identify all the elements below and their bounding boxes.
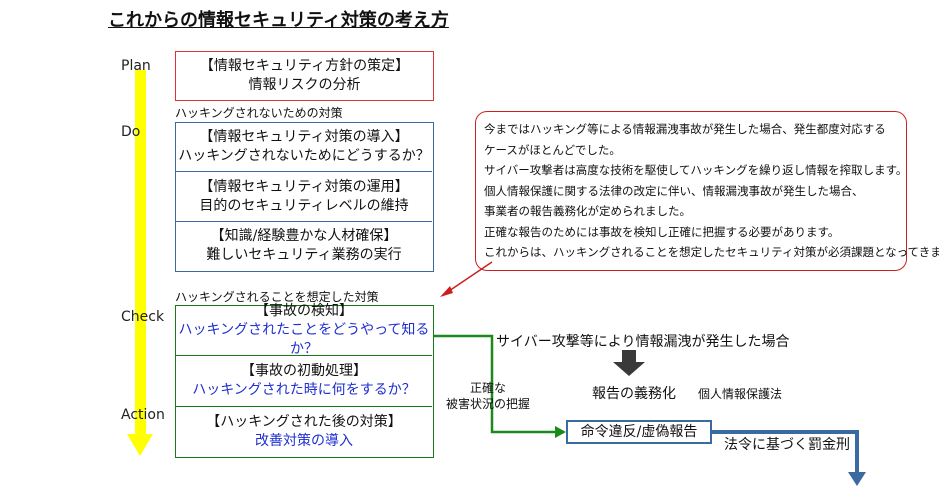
phase-check-label: Check bbox=[121, 309, 165, 325]
check-group: 【事故の検知】 ハッキングされたことをどうやって知るか？ 【事故の初動処理】 ハ… bbox=[175, 303, 434, 458]
penalty-text: 法令に基づく罰金刑 bbox=[724, 437, 850, 453]
do-box-operate-heading: 【情報セキュリティ対策の運用】 bbox=[199, 178, 409, 195]
plan-box-heading: 【情報セキュリティ方針の策定】 bbox=[199, 58, 410, 74]
green-flow-arrow bbox=[433, 334, 557, 434]
scenario-text: サイバー攻撃等により情報漏洩が発生した場合 bbox=[496, 334, 790, 350]
check-box-initial-response-detail: ハッキングされた時に何をするか？ bbox=[192, 382, 416, 398]
violation-box-label: 命令違反/虚偽報告 bbox=[580, 423, 698, 440]
do-box-staffing-heading: 【知識/経験豊かな人材確保】 bbox=[210, 228, 398, 244]
dark-down-arrow bbox=[613, 350, 645, 376]
do-group: 【情報セキュリティ対策の導入】 ハッキングされないためにどうするか？ 【情報セキ… bbox=[175, 122, 434, 272]
do-box-staffing: 【知識/経験豊かな人材確保】 難しいセキュリティ業務の実行 bbox=[176, 222, 432, 270]
violation-box: 命令違反/虚偽報告 bbox=[566, 420, 712, 444]
check-box-initial-response-heading: 【事故の初動処理】 bbox=[241, 363, 367, 379]
do-box-introduce-heading: 【情報セキュリティ対策の導入】 bbox=[199, 129, 409, 145]
phase-plan-label: Plan bbox=[121, 58, 151, 74]
check-box-detect-detail: ハッキングされたことをどうやって知るか？ bbox=[178, 322, 430, 357]
page-title: これからの情報セキュリティ対策の考え方 bbox=[108, 10, 449, 31]
check-box-detect: 【事故の検知】 ハッキングされたことをどうやって知るか？ bbox=[176, 303, 432, 357]
reporting-obligation-text: 報告の義務化 bbox=[592, 386, 676, 402]
phase-action-label: Action bbox=[121, 407, 165, 423]
do-box-operate-detail: 目的のセキュリティレベルの維持 bbox=[199, 197, 409, 214]
do-box-staffing-detail: 難しいセキュリティ業務の実行 bbox=[206, 247, 402, 263]
do-box-introduce-detail: ハッキングされないためにどうするか？ bbox=[178, 148, 430, 164]
callout-line: これからは、ハッキングされることを想定したセキュリティ対策が必須課題となってきま… bbox=[484, 245, 939, 259]
privacy-law-text: 個人情報保護法 bbox=[698, 387, 783, 401]
accurate-assessment-label: 正確な 被害状況の把握 bbox=[446, 380, 530, 412]
check-box-post-hack-heading: 【ハッキングされた後の対策】 bbox=[206, 413, 402, 430]
check-section-label: ハッキングされることを想定した対策 bbox=[175, 290, 379, 304]
do-section-label: ハッキングされないための対策 bbox=[175, 106, 343, 120]
blue-flow-arrow bbox=[712, 430, 859, 474]
check-box-detect-heading: 【事故の検知】 bbox=[255, 303, 353, 319]
callout-line: サイバー攻撃者は高度な技術を駆使してハッキングを繰り返し情報を搾取します。 bbox=[484, 163, 908, 177]
callout-line: 個人情報保護に関する法律の改定に伴い、情報漏洩事故が発生した場合、 bbox=[484, 183, 864, 198]
check-box-post-hack-detail: 改善対策の導入 bbox=[255, 432, 353, 449]
check-box-initial-response: 【事故の初動処理】 ハッキングされた時に何をするか？ bbox=[176, 356, 432, 407]
plan-box: 【情報セキュリティ方針の策定】 情報リスクの分析 bbox=[175, 51, 434, 101]
phase-do-label: Do bbox=[121, 124, 141, 140]
callout-line: ケースがほとんどでした。 bbox=[484, 142, 621, 157]
accurate-assessment-line2: 被害状況の把握 bbox=[445, 397, 530, 411]
timeline-arrow bbox=[127, 70, 153, 456]
callout-line: 事業者の報告義務化が定められました。 bbox=[484, 204, 691, 218]
plan-box-detail: 情報リスクの分析 bbox=[248, 77, 361, 93]
do-box-introduce: 【情報セキュリティ対策の導入】 ハッキングされないためにどうするか？ bbox=[176, 123, 432, 172]
callout-line: 今まではハッキング等による情報漏洩事故が発生した場合、発生都度対応する bbox=[484, 122, 886, 136]
check-box-post-hack: 【ハッキングされた後の対策】 改善対策の導入 bbox=[176, 407, 432, 456]
accurate-assessment-line1: 正確な bbox=[469, 381, 506, 395]
do-box-operate: 【情報セキュリティ対策の運用】 目的のセキュリティレベルの維持 bbox=[176, 172, 432, 222]
callout-note: 今まではハッキング等による情報漏洩事故が発生した場合、発生都度対応する ケースが… bbox=[475, 111, 939, 271]
blue-flow-arrow-head bbox=[848, 472, 866, 486]
callout-pointer-head bbox=[440, 286, 453, 297]
green-flow-arrow-head bbox=[555, 426, 566, 438]
callout-line: 正確な報告のためには事故を検知し正確に把握する必要があります。 bbox=[484, 224, 840, 239]
